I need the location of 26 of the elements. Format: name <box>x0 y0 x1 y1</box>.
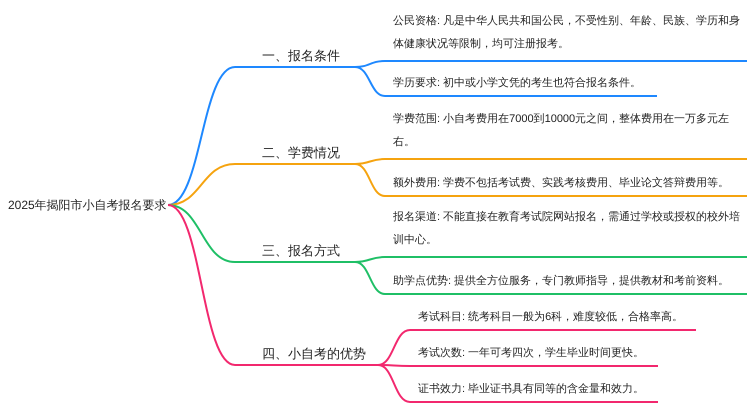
branch-topic: 三、报名方式 <box>235 241 355 263</box>
branch-connector <box>168 204 236 366</box>
branch-connector <box>354 60 386 68</box>
branch-connector <box>354 66 386 97</box>
branch-connector <box>354 158 386 165</box>
branch-topic: 一、报名条件 <box>235 46 355 68</box>
leaf-topic: 证书效力: 毕业证书具有同等的含金量和效力。 <box>410 378 658 403</box>
central-topic: 2025年揭阳市小自考报名要求 <box>8 194 168 216</box>
branch-connector <box>378 364 410 367</box>
branch-connector <box>378 329 410 366</box>
branch-connector <box>354 261 386 295</box>
branch-topic: 四、小自考的优势 <box>235 344 378 366</box>
leaf-topic: 公民资格: 凡是中华人民共和国公民，不受性别、年龄、民族、学历和身体健康状况等限制，均可注册报考。 <box>385 10 747 62</box>
leaf-topic: 考试科目: 统考科目一般为6科，难度较低，合格率高。 <box>410 306 696 331</box>
branch-connector <box>378 364 410 403</box>
leaf-topic: 助学点优势: 提供全方位服务，专门教师指导，提供教材和考前资料。 <box>385 270 747 295</box>
branch-connector <box>168 66 236 206</box>
branch-topic: 二、学费情况 <box>235 143 355 165</box>
leaf-topic: 学历要求: 初中或小学文凭的考生也符合报名条件。 <box>385 72 657 97</box>
leaf-topic: 报名渠道: 不能直接在教育考试院网站报名，需通过学校或授权的校外培训中心。 <box>385 206 747 258</box>
branch-connector <box>354 163 386 197</box>
leaf-topic: 考试次数: 一年可考四次，学生毕业时间更快。 <box>410 342 658 367</box>
branch-connector <box>168 204 236 263</box>
leaf-topic: 额外费用: 学费不包括考试费、实践考核费用、毕业论文答辩费用等。 <box>385 172 747 197</box>
leaf-topic: 学费范围: 小自考费用在7000到10000元之间，整体费用在一万多元左右。 <box>385 108 747 160</box>
branch-connector <box>354 256 386 263</box>
